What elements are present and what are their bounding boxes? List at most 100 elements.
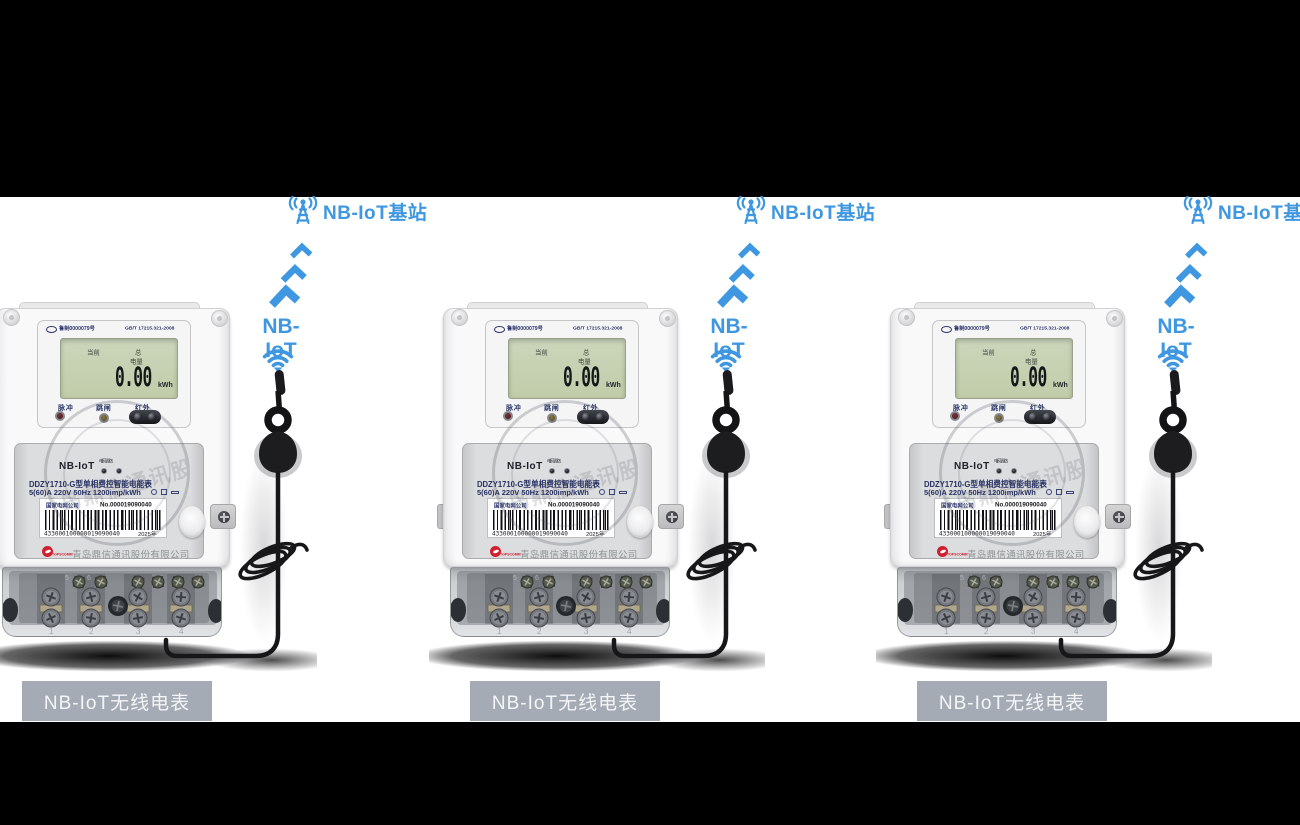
case-screw-icon <box>898 309 915 326</box>
mount-screw-icon <box>666 511 678 523</box>
lcd-value: 0.00 <box>563 362 600 393</box>
brand-name: TOPSCOMM <box>947 553 968 557</box>
indicator-label-pulse: 脉冲 <box>506 403 522 412</box>
standard-number: GB/T 17215.321-2008 <box>573 325 623 331</box>
brand-logo-icon <box>937 546 948 557</box>
meter-unit: NB-IoT基站 NB-IoT 鲁制0000079号 GB/T 17215.32… <box>876 0 1300 825</box>
pulse-led-icon <box>503 411 513 421</box>
base-station-label: NB-IoT基站 <box>287 196 437 226</box>
lcd-label-total: 总 <box>583 348 590 356</box>
indicator-label-pulse: 脉冲 <box>58 403 74 412</box>
signal-arrows-icon <box>717 242 761 308</box>
case-screw-icon <box>1106 310 1123 327</box>
right-mount-tab <box>658 504 684 529</box>
svg-text:4: 4 <box>1074 627 1079 636</box>
caption-badge: NB-IoT无线电表 <box>22 681 212 721</box>
display-panel: 鲁制0000079号 GB/T 17215.321-2008 当前 总 电量 0… <box>37 320 191 428</box>
svg-text:5: 5 <box>960 575 964 582</box>
indicator-label-pulse: 脉冲 <box>953 403 969 412</box>
electric-meter: 鲁制0000079号 GB/T 17215.321-2008 当前 总 电量 0… <box>876 302 1220 684</box>
brand-name: TOPSCOMM <box>52 553 73 557</box>
watermark-stamp: 青岛鼎信通讯股份有限公司 <box>492 400 638 546</box>
lcd-screen: 当前 总 电量 0.00 kWh <box>60 338 178 399</box>
brand-logo: TOPSCOMM <box>42 546 73 560</box>
lcd-value: 0.00 <box>115 362 152 393</box>
external-antenna <box>1058 370 1204 659</box>
standard-number: GB/T 17215.321-2008 <box>1020 325 1070 331</box>
svg-text:2: 2 <box>89 627 94 636</box>
lcd-label-energy: 电量 <box>130 357 143 365</box>
brand-logo: TOPSCOMM <box>937 546 968 560</box>
company-name: 青岛鼎信通讯股份有限公司 <box>72 550 190 561</box>
meter-shadow <box>0 634 317 684</box>
meter-shadow <box>429 634 765 684</box>
base-station-text: NB-IoT基站 <box>1218 203 1300 224</box>
center-knob-icon <box>1003 596 1023 616</box>
meter-unit: NB-IoT基站 NB-IoT 鲁制0000079号 GB/T 17215.32… <box>429 0 885 825</box>
cover-hole-icon <box>3 598 18 622</box>
lcd-label-total: 总 <box>1030 348 1037 356</box>
base-station-label: NB-IoT基站 <box>1182 196 1300 226</box>
cert-number: 鲁制0000079号 <box>507 325 543 332</box>
cover-hole-icon <box>1103 599 1116 623</box>
terminal-screws-large <box>39 587 193 628</box>
svg-text:4: 4 <box>627 627 632 636</box>
cmc-mark-icon <box>46 326 57 333</box>
seal-hole <box>627 506 653 538</box>
svg-text:1: 1 <box>497 627 502 636</box>
lcd-unit: kWh <box>158 382 173 389</box>
terminal-screws-small <box>520 575 653 589</box>
right-mount-tab <box>1105 504 1131 529</box>
svg-text:6: 6 <box>535 575 539 582</box>
watermark-stamp: 青岛鼎信通讯股份有限公司 <box>939 400 1085 546</box>
svg-text:2: 2 <box>984 627 989 636</box>
svg-text:6: 6 <box>982 575 986 582</box>
seal-hole <box>1074 506 1100 538</box>
case-screw-icon <box>3 309 20 326</box>
base-station-icon <box>288 196 318 225</box>
svg-text:2: 2 <box>537 627 542 636</box>
meter-top-cap <box>467 302 648 312</box>
meter-top-cap <box>19 302 200 312</box>
mount-screw-icon <box>218 511 230 523</box>
seal-hole <box>179 506 205 538</box>
case-screw-icon <box>659 310 676 327</box>
brand-logo-icon <box>42 546 53 557</box>
svg-text:4: 4 <box>179 627 184 636</box>
lcd-screen: 当前 总 电量 0.00 kWh <box>508 338 626 399</box>
case-screw-icon <box>451 309 468 326</box>
terminal-screws-small <box>967 575 1100 589</box>
external-antenna <box>611 370 757 659</box>
brand-name: TOPSCOMM <box>500 553 521 557</box>
base-station-label: NB-IoT基站 <box>735 196 885 226</box>
signal-arrows-icon <box>1164 242 1208 308</box>
svg-text:5: 5 <box>65 575 69 582</box>
electric-meter: 鲁制0000079号 GB/T 17215.321-2008 当前 总 电量 0… <box>0 302 325 684</box>
lcd-value: 0.00 <box>1010 362 1047 393</box>
bottom-black-band <box>0 722 1300 825</box>
lcd-label-energy: 电量 <box>578 357 591 365</box>
cmc-mark-icon <box>494 326 505 333</box>
cover-hole-icon <box>898 598 913 622</box>
lcd-unit: kWh <box>606 382 621 389</box>
mount-screw-icon <box>1113 511 1125 523</box>
svg-text:3: 3 <box>584 627 589 636</box>
svg-text:5: 5 <box>513 575 517 582</box>
caption-badge: NB-IoT无线电表 <box>917 681 1107 721</box>
base-station-text: NB-IoT基站 <box>323 203 428 224</box>
cert-number: 鲁制0000079号 <box>59 325 95 332</box>
center-knob-icon <box>556 596 576 616</box>
brand-logo-icon <box>490 546 501 557</box>
base-station-icon <box>1183 196 1213 225</box>
terminal-block: 5 6 1 2 3 4 <box>3 571 221 636</box>
standard-number: GB/T 17215.321-2008 <box>125 325 175 331</box>
lcd-label-energy: 电量 <box>1025 357 1038 365</box>
wifi-signal-icon <box>1157 349 1189 373</box>
meter-shadow <box>876 634 1212 684</box>
lcd-screen: 当前 总 电量 0.00 kWh <box>955 338 1073 399</box>
base-station-text: NB-IoT基站 <box>771 203 876 224</box>
terminal-cover: 5 6 1 2 3 4 <box>897 567 1117 637</box>
meter-top-cap <box>914 302 1095 312</box>
cmc-mark-icon <box>941 326 952 333</box>
company-name: 青岛鼎信通讯股份有限公司 <box>520 550 638 561</box>
